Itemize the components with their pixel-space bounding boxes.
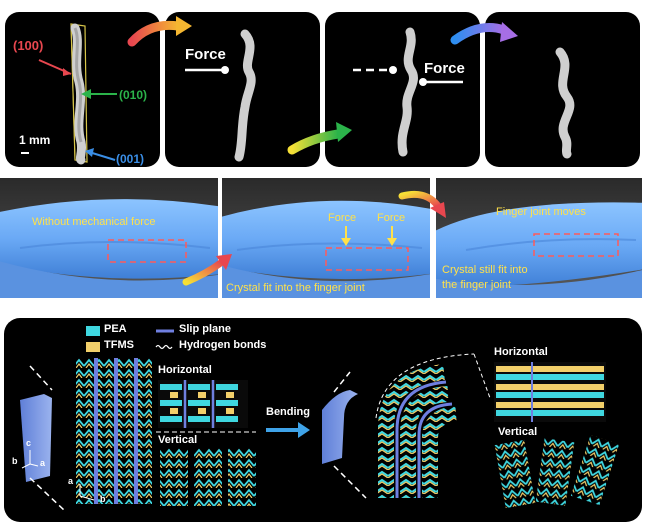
caption-still-fit-1: Crystal still fit into: [442, 264, 528, 276]
wavy-crystal: [555, 47, 575, 159]
crystal-block-bent: [322, 390, 358, 464]
horizontal-right-label: Horizontal: [494, 346, 548, 358]
axis-c-label: c: [26, 438, 32, 448]
bent-crystal-2: [353, 27, 463, 157]
crystal-block-left: [20, 394, 52, 482]
legend-tfms-swatch: [86, 342, 100, 352]
legend-pea-swatch: [86, 326, 100, 336]
face-label-100: (100): [13, 38, 44, 53]
vertical-packing-left: [160, 448, 256, 506]
force-label-2: Force: [424, 60, 465, 77]
vertical-packing-right: [494, 434, 620, 509]
bottom-panel-mechanism: PEA TFMS Slip plane Hydrogen bonds c b a…: [4, 318, 642, 522]
mechanism-diagram: [20, 326, 620, 511]
stack-axis-a-label: a: [68, 476, 74, 486]
horizontal-packing-right: [494, 362, 606, 422]
stack-axis-b-label: b: [100, 494, 106, 504]
horizontal-packing-left: [158, 380, 248, 428]
caption-joint-moves: Finger joint moves: [496, 206, 586, 218]
glove-photo-3: [436, 178, 642, 298]
legend-pea-label: PEA: [104, 323, 127, 335]
bent-crystal-1: [185, 29, 256, 162]
face-label-010: (010): [119, 88, 148, 102]
legend-hbond-line: [155, 344, 173, 350]
layer-stack-bent: [375, 353, 491, 498]
force-label-right: Force: [377, 212, 406, 224]
glove-photo-1: [0, 178, 218, 298]
vertical-left-label: Vertical: [158, 434, 198, 446]
caption-still-fit-2: the finger joint: [442, 279, 512, 291]
bending-label: Bending: [266, 406, 310, 418]
axis-a-label: a: [40, 458, 46, 468]
force-label-1: Force: [185, 46, 226, 63]
axis-b-label: b: [12, 456, 18, 466]
caption-without-force: Without mechanical force: [32, 216, 156, 228]
legend-hbond-label: Hydrogen bonds: [179, 339, 267, 351]
vertical-right-label: Vertical: [498, 426, 538, 438]
photo-crystal-fit: Force Force Crystal fit into the finger …: [222, 178, 430, 298]
legend-tfms-label: TFMS: [104, 339, 134, 351]
top-transition-arrows: [127, 16, 518, 155]
force-label-left: Force: [328, 212, 357, 224]
crystal-photo: [21, 23, 117, 165]
horizontal-left-label: Horizontal: [158, 364, 212, 376]
glove-photo-2: [222, 178, 430, 298]
top-panel-force-1: Force: [165, 12, 320, 167]
photo-without-force: Without mechanical force: [0, 178, 218, 298]
caption-crystal-fit: Crystal fit into the finger joint: [226, 282, 365, 294]
face-label-001: (001): [116, 152, 145, 166]
scale-bar-label: 1 mm: [19, 133, 51, 147]
photo-joint-moves: Finger joint moves Crystal still fit int…: [436, 178, 642, 298]
middle-transition-arrows: [182, 190, 446, 286]
legend-slip-plane-label: Slip plane: [179, 323, 231, 335]
